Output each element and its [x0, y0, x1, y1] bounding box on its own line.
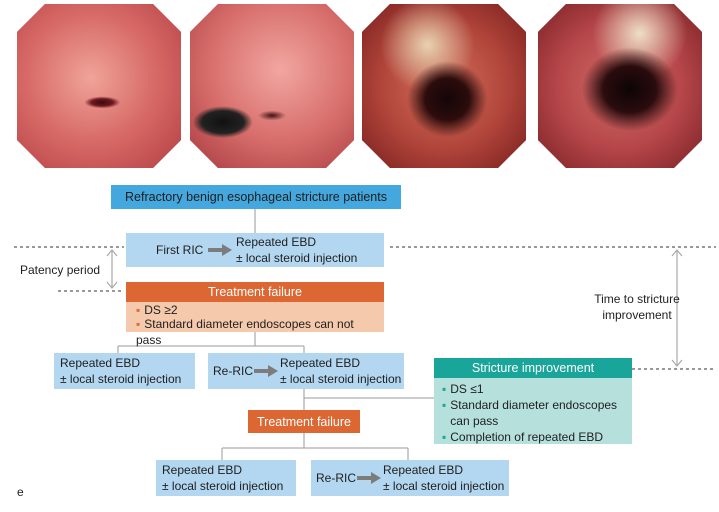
- failure-1-item: ▪Standard diameter endoscopes can not pa…: [136, 317, 354, 347]
- re-ric-ebd-line2: ± local steroid injection: [383, 479, 505, 493]
- re-ric-label: Re-RIC: [316, 471, 357, 485]
- stricture-improvement-header: Stricture improvement: [434, 358, 632, 378]
- treatment-failure-1-header: Treatment failure: [126, 282, 384, 302]
- re-ric-label: Re-RIC: [213, 364, 254, 378]
- repeated-ebd-box-left: Repeated EBD ± local steroid injection: [54, 353, 195, 389]
- re-ric-ebd-line1: Repeated EBD: [383, 463, 464, 477]
- endoscopy-photo-d: d: [538, 4, 702, 168]
- right-arrow-icon: [357, 472, 381, 484]
- improvement-item: ▪DS ≤1: [442, 382, 484, 396]
- right-arrow-icon: [254, 365, 278, 377]
- repeated-ebd-line1: Repeated EBD: [60, 356, 141, 370]
- repeated-ebd-line2: ± local steroid injection: [60, 372, 182, 386]
- treatment-failure-2-header: Treatment failure: [248, 410, 360, 433]
- repeated-ebd-box-bottom: Repeated EBD ± local steroid injection: [156, 460, 296, 496]
- first-ric-label: First RIC: [156, 243, 204, 257]
- patency-period-label: Patency period: [20, 263, 101, 277]
- improvement-item: ▪Standard diameter endoscopes can pass: [442, 398, 618, 428]
- first-ric-box: First RIC Repeated EBD ± local steroid i…: [126, 233, 384, 267]
- failure-1-item: ▪DS ≥2: [136, 303, 178, 317]
- endoscopy-photo-a: a: [17, 4, 181, 168]
- re-ric-ebd-line2: ± local steroid injection: [280, 372, 402, 386]
- stricture-improvement-body: ▪DS ≤1 ▪Standard diameter endoscopes can…: [434, 378, 632, 444]
- treatment-failure-1-body: ▪DS ≥2 ▪Standard diameter endoscopes can…: [126, 302, 384, 347]
- panel-letter-e: e: [17, 485, 24, 499]
- first-ric-ebd-line1: Repeated EBD: [236, 235, 317, 249]
- right-arrow-icon: [208, 244, 232, 256]
- time-to-improvement-label: Time to stricture improvement: [594, 292, 680, 322]
- endoscopy-photo-c: c: [362, 4, 526, 168]
- re-ric-ebd-line1: Repeated EBD: [280, 356, 361, 370]
- re-ric-box-mid: Re-RIC Repeated EBD ± local steroid inje…: [208, 353, 404, 389]
- improvement-item: ▪Completion of repeated EBD: [442, 430, 604, 444]
- re-ric-box-bottom: Re-RIC Repeated EBD ± local steroid inje…: [311, 460, 509, 496]
- repeated-ebd-line1: Repeated EBD: [162, 463, 243, 477]
- first-ric-ebd-line2: ± local steroid injection: [236, 251, 358, 265]
- flow-title-box: Refractory benign esophageal stricture p…: [111, 185, 401, 209]
- endoscopy-photo-b: b: [190, 4, 354, 168]
- repeated-ebd-line2: ± local steroid injection: [162, 479, 284, 493]
